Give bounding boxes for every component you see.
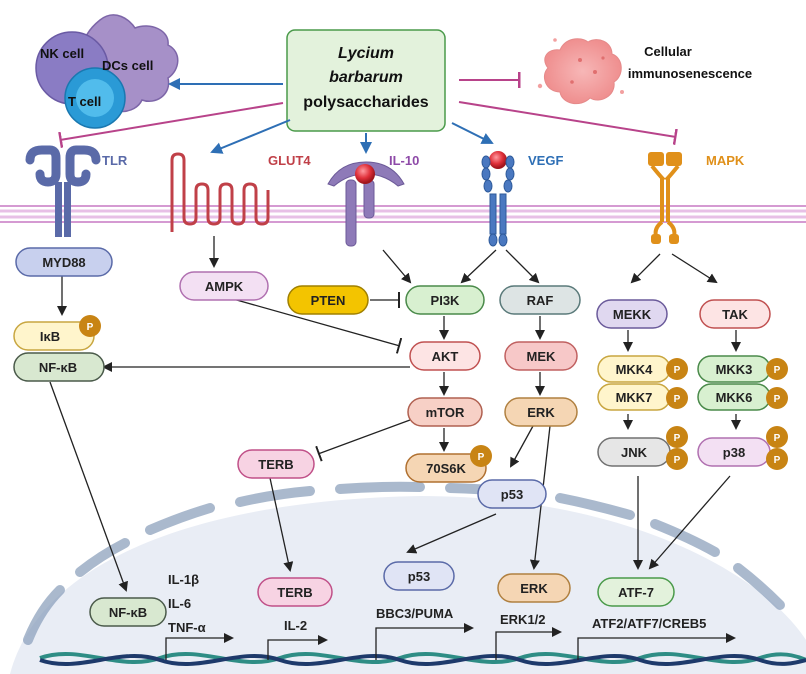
svg-text:ERK: ERK	[527, 405, 555, 420]
lbp-title-1: Lycium	[338, 45, 394, 62]
il10-receptor	[327, 161, 405, 247]
svg-text:MEK: MEK	[527, 349, 557, 364]
svg-text:P: P	[674, 455, 681, 466]
node-mkk3: MKK3 P	[697, 355, 788, 383]
glut4-label: GLUT4	[268, 153, 311, 168]
tlr-label: TLR	[102, 153, 128, 168]
immunosenescence-label-1: Cellular	[644, 44, 692, 59]
vegf-label: VEGF	[528, 153, 563, 168]
svg-text:MKK3: MKK3	[716, 362, 753, 377]
svg-text:AKT: AKT	[432, 349, 459, 364]
svg-text:70S6K: 70S6K	[426, 461, 466, 476]
node-jnk: JNK P P	[597, 426, 688, 470]
svg-text:P: P	[774, 365, 781, 376]
node-terb-cyto: TERB	[237, 449, 315, 479]
cell-membrane	[0, 205, 806, 223]
svg-text:AMPK: AMPK	[205, 279, 244, 294]
svg-text:PI3K: PI3K	[431, 293, 461, 308]
svg-text:JNK: JNK	[621, 445, 648, 460]
svg-text:PTEN: PTEN	[311, 293, 346, 308]
node-mekk: MEKK	[596, 299, 668, 329]
gene-il6: IL-6	[168, 596, 191, 611]
lbp-title-2: barbarum	[329, 69, 403, 86]
mapk-label: MAPK	[706, 153, 745, 168]
gene-atf: ATF2/ATF7/CREB5	[592, 616, 706, 631]
svg-text:MKK6: MKK6	[716, 390, 753, 405]
svg-text:P: P	[674, 365, 681, 376]
svg-text:p53: p53	[501, 487, 523, 502]
svg-text:p53: p53	[408, 569, 430, 584]
dna-strand	[39, 652, 806, 666]
node-pi3k: PI3K	[405, 285, 485, 315]
node-mkk6: MKK6 P	[697, 383, 788, 411]
node-ampk: AMPK	[179, 271, 269, 301]
svg-text:IκB: IκB	[40, 329, 60, 344]
gene-bbc3: BBC3/PUMA	[376, 606, 454, 621]
svg-text:mTOR: mTOR	[426, 405, 465, 420]
immunosenescence-label-2: immunosenescence	[628, 66, 752, 81]
gene-il1b: IL-1β	[168, 572, 199, 587]
node-myd88: MYD88	[15, 247, 113, 277]
node-mtor: mTOR	[407, 397, 483, 427]
svg-text:MYD88: MYD88	[42, 255, 85, 270]
svg-text:P: P	[87, 322, 94, 333]
lbp-effect-arrows	[58, 72, 678, 154]
gene-erk12: ERK1/2	[500, 612, 546, 627]
il10-label: IL-10	[389, 153, 419, 168]
tlr-receptor	[25, 145, 101, 237]
node-mkk4: MKK4 P	[597, 355, 688, 383]
node-p38: p38 P P	[697, 426, 788, 470]
nk-cell-label: NK cell	[40, 46, 84, 61]
svg-text:P: P	[674, 394, 681, 405]
node-mkk7: MKK7 P	[597, 383, 688, 411]
lbp-title-3: polysaccharides	[303, 94, 429, 111]
gene-il2: IL-2	[284, 618, 307, 633]
pathway-arrows	[49, 236, 741, 592]
svg-text:RAF: RAF	[527, 293, 554, 308]
gene-tnfa: TNF-α	[168, 620, 206, 635]
svg-text:P: P	[478, 452, 485, 463]
svg-text:MKK7: MKK7	[616, 390, 653, 405]
immune-cells-illustration: NK cell DCs cell T cell	[35, 14, 179, 129]
node-ikb: IκB P	[13, 315, 101, 351]
node-akt: AKT	[409, 341, 481, 371]
nuclear-erk: ERK	[497, 573, 571, 603]
glut4-receptor	[170, 152, 270, 232]
svg-text:NF-κB: NF-κB	[39, 360, 77, 375]
node-mek: MEK	[504, 341, 578, 371]
svg-text:TAK: TAK	[722, 307, 748, 322]
nuclear-p53: p53	[383, 561, 455, 591]
node-raf: RAF	[499, 285, 581, 315]
svg-text:TERB: TERB	[258, 457, 293, 472]
lbp-box: Lycium barbarum polysaccharides	[286, 29, 446, 132]
svg-text:NF-κB: NF-κB	[109, 605, 147, 620]
mapk-receptor	[648, 152, 682, 244]
svg-text:ATF-7: ATF-7	[618, 585, 654, 600]
svg-text:p38: p38	[723, 445, 745, 460]
svg-text:P: P	[774, 394, 781, 405]
svg-text:P: P	[774, 433, 781, 444]
nuclear-envelope	[23, 481, 785, 645]
t-cell-label: T cell	[68, 94, 101, 109]
nuclear-terb: TERB	[257, 577, 333, 607]
svg-text:P: P	[674, 433, 681, 444]
node-tak: TAK	[699, 299, 771, 329]
svg-text:MKK4: MKK4	[616, 362, 654, 377]
senescent-cell-illustration	[537, 38, 624, 105]
node-nfkb: NF-κB	[13, 352, 105, 382]
vegf-receptor	[481, 151, 515, 247]
node-70s6k: 70S6K P	[405, 445, 492, 483]
node-erk: ERK	[504, 397, 578, 427]
svg-text:MEKK: MEKK	[613, 307, 652, 322]
transcription-arrows	[165, 623, 736, 660]
node-pten: PTEN	[287, 285, 369, 315]
svg-text:P: P	[774, 455, 781, 466]
nuclear-nfkb: NF-κB	[89, 597, 167, 627]
nuclear-atf7: ATF-7	[597, 577, 675, 607]
dcs-cell-label: DCs cell	[102, 58, 153, 73]
svg-text:ERK: ERK	[520, 581, 548, 596]
node-p53-cyto: p53	[477, 479, 547, 509]
svg-text:TERB: TERB	[277, 585, 312, 600]
